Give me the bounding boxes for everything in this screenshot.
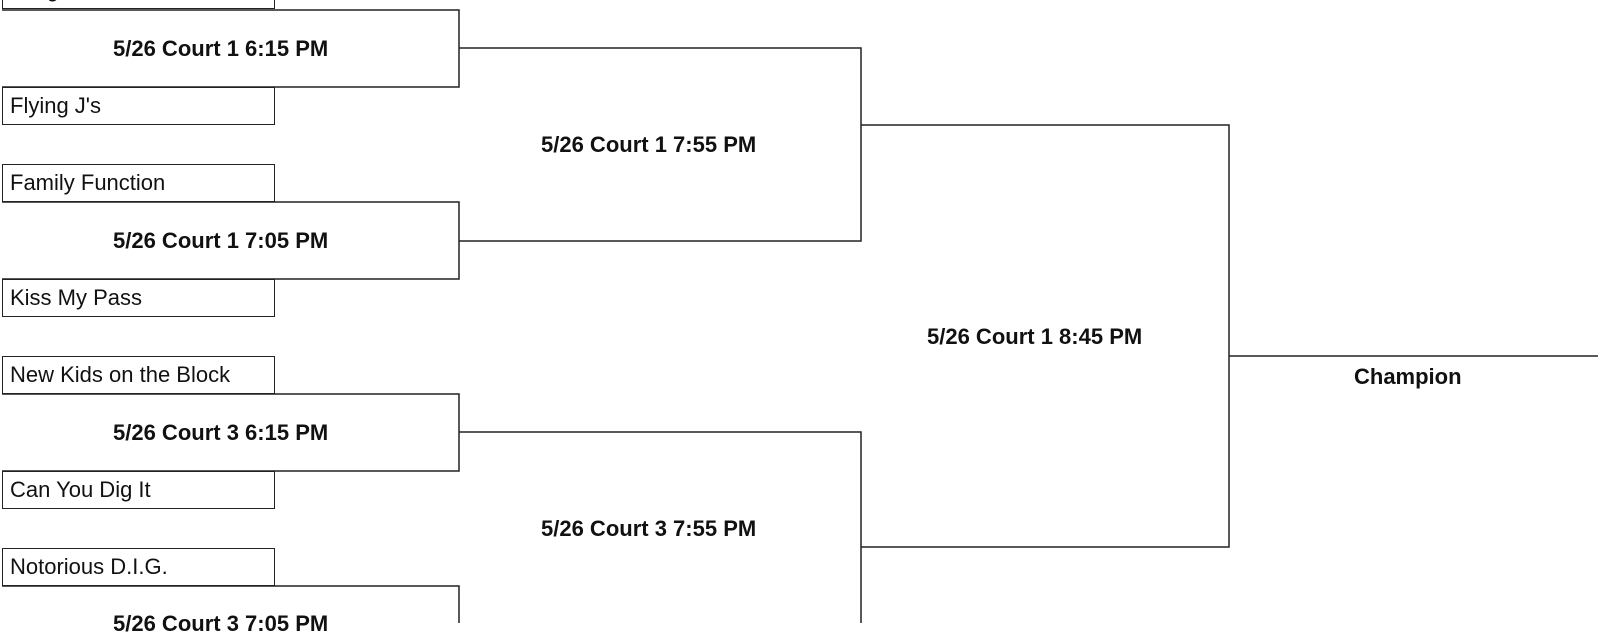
team-slot-new-kids-on-the-block: New Kids on the Block [2, 356, 275, 394]
r1-game-label-2: 5/26 Court 1 7:05 PM [113, 228, 329, 253]
team-slot-kiss-my-pass: Kiss My Pass [2, 279, 275, 317]
champion-label: Champion [1354, 364, 1462, 389]
r2-game-label-1: 5/26 Court 1 7:55 PM [541, 132, 757, 157]
r1-game-label-3: 5/26 Court 3 6:15 PM [113, 420, 329, 445]
team-slot-long-shots: Long Shots [2, 0, 275, 9]
r2-connector-top [459, 47, 862, 242]
team-slot-notorious-dig: Notorious D.I.G. [2, 548, 275, 586]
team-slot-flying-js: Flying J's [2, 87, 275, 125]
r2-game-label-2: 5/26 Court 3 7:55 PM [541, 516, 757, 541]
team-slot-family-function: Family Function [2, 164, 275, 202]
team-slot-can-you-dig-it: Can You Dig It [2, 471, 275, 509]
r1-game-label-4: 5/26 Court 3 7:05 PM [113, 611, 329, 636]
bracket-lines [2, 9, 1598, 623]
r2-connector-bottom [459, 431, 862, 623]
r1-game-label-1: 5/26 Court 1 6:15 PM [113, 36, 329, 61]
r1-game-box-4 [2, 585, 460, 623]
final-connector [861, 124, 1230, 548]
final-game-label: 5/26 Court 1 8:45 PM [927, 324, 1143, 349]
